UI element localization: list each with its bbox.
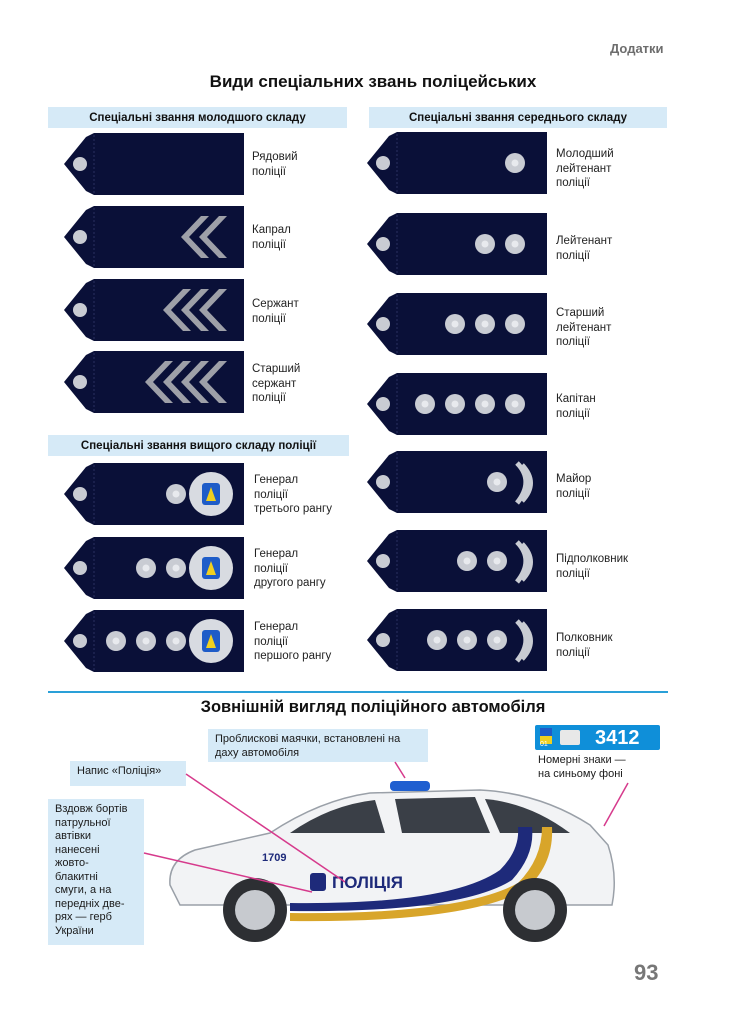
coat-of-arms-icon <box>310 873 326 891</box>
shoulder-strap-junior-4 <box>64 351 244 413</box>
chevron-icon <box>181 216 209 258</box>
button-icon <box>73 230 87 244</box>
shoulder-strap-senior-1 <box>64 463 244 525</box>
button-icon <box>376 475 390 489</box>
wreath-icon <box>515 461 533 505</box>
junior-ranks-header: Спеціальні звання молодшого складу <box>48 107 347 128</box>
chevron-icon <box>145 361 173 403</box>
rank-label-junior-3: Сержант поліції <box>252 298 299 325</box>
plate-number: 3412 <box>595 727 640 749</box>
rank-label-middle-7: Полковник поліції <box>556 632 613 659</box>
chevron-icon <box>181 289 209 331</box>
button-icon <box>73 634 87 648</box>
chevron-icon <box>163 289 191 331</box>
page-number: 93 <box>634 960 659 985</box>
callout-roof-lights: Проблискові маячки, встановлені на даху … <box>208 729 428 762</box>
rank-label-middle-2: Лейтенант поліції <box>556 235 613 262</box>
rank-label-middle-6: Підполковник поліції <box>556 553 629 580</box>
roof-light-icon <box>390 781 430 791</box>
wreath-icon <box>515 540 533 584</box>
button-icon <box>73 303 87 317</box>
senior-ranks-header: Спеціальні звання вищого складу поліції <box>48 435 349 456</box>
shoulder-strap-middle-2 <box>367 213 547 275</box>
shoulder-strap-junior-1 <box>64 133 244 195</box>
button-icon <box>73 487 87 501</box>
rank-label-senior-1: Генерал поліції третього рангу <box>254 474 332 515</box>
middle-ranks-header: Спеціальні звання середнього складу <box>369 107 667 128</box>
rank-label-middle-4: Капітан поліції <box>556 393 596 420</box>
callout-plates: Номерні знаки — на синьому фоні <box>538 754 626 780</box>
shoulder-strap-middle-3 <box>367 293 547 355</box>
rank-label-middle-3: Старший лейтенант поліції <box>556 307 612 348</box>
shoulder-strap-senior-2 <box>64 537 244 599</box>
button-icon <box>73 157 87 171</box>
shoulder-strap-middle-7 <box>367 609 547 671</box>
button-icon <box>376 317 390 331</box>
shoulder-strap-middle-5 <box>367 451 547 513</box>
chevron-icon <box>163 361 191 403</box>
shoulder-strap-junior-2 <box>64 206 244 268</box>
button-icon <box>73 375 87 389</box>
shoulder-strap-middle-6 <box>367 530 547 592</box>
button-icon <box>376 237 390 251</box>
shoulder-strap-senior-3 <box>64 610 244 672</box>
callout-inscription: Напис «Поліція» <box>70 761 186 786</box>
police-car-illustration: 1709 ПОЛІЦІЯ <box>169 781 615 942</box>
rank-label-middle-1: Молодший лейтенант поліції <box>556 148 614 189</box>
rank-label-junior-4: Старший сержант поліції <box>252 363 301 404</box>
button-icon <box>376 633 390 647</box>
rank-label-middle-5: Майор поліції <box>556 473 592 500</box>
car-side-number: 1709 <box>262 852 286 864</box>
rank-label-senior-3: Генерал поліції першого рангу <box>254 621 332 662</box>
wreath-icon <box>515 619 533 663</box>
flag-icon <box>540 728 552 736</box>
button-icon <box>73 561 87 575</box>
page-title: Види спеціальних звань поліцейських <box>209 72 537 91</box>
chevron-icon <box>199 361 227 403</box>
callout-stripes: Вздовж бортів патрульної автівки нанесен… <box>48 799 144 945</box>
rank-label-junior-1: Рядовий поліції <box>252 151 298 178</box>
license-plate: 01 3412 <box>535 725 660 750</box>
shoulder-strap-middle-1 <box>367 132 547 194</box>
car-section-title: Зовнішній вигляд поліційного автомобіля <box>200 698 546 716</box>
button-icon <box>376 554 390 568</box>
plate-region: 01 <box>540 741 548 748</box>
chevron-icon <box>199 289 227 331</box>
chevron-icon <box>199 216 227 258</box>
button-icon <box>376 156 390 170</box>
rank-label-junior-2: Капрал поліції <box>252 224 291 251</box>
chevron-icon <box>181 361 209 403</box>
shoulder-strap-middle-4 <box>367 373 547 435</box>
shoulder-strap-junior-3 <box>64 279 244 341</box>
section-header: Додатки <box>610 41 664 56</box>
car-door-inscription: ПОЛІЦІЯ <box>332 873 403 892</box>
plate-emblem-icon <box>560 730 580 745</box>
button-icon <box>376 397 390 411</box>
section-divider <box>48 691 668 693</box>
rank-label-senior-2: Генерал поліції другого рангу <box>254 548 326 589</box>
